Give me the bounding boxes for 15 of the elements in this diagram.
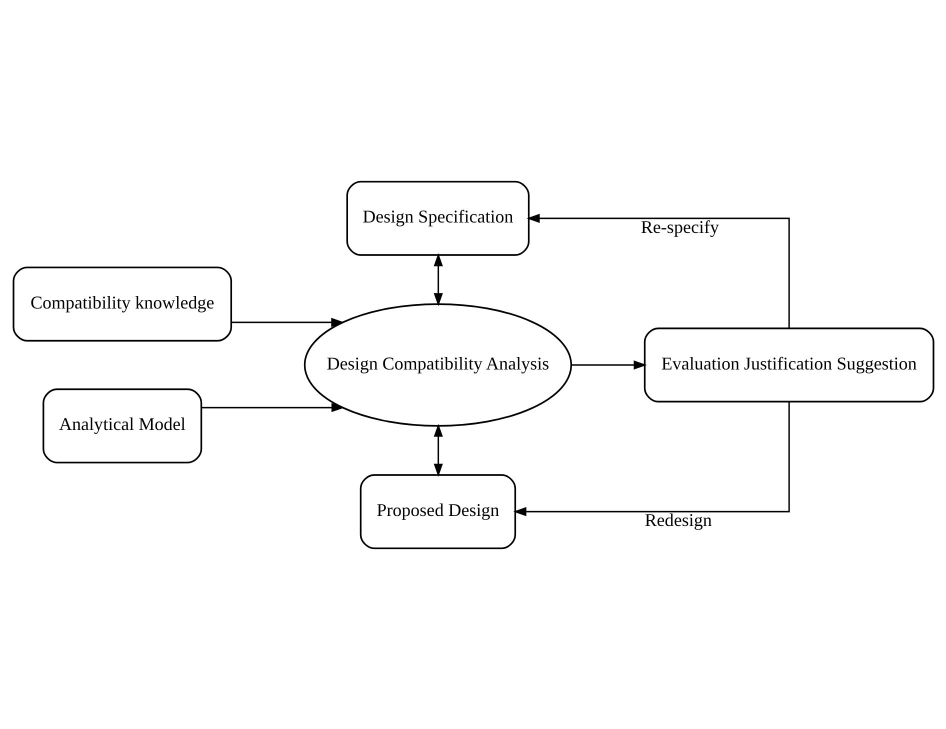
arrow [512,402,790,516]
node-box: Evaluation Justification Suggestion [643,327,934,402]
arrow [201,402,344,412]
arrow [526,213,790,328]
arrow [230,317,344,326]
edge-label: Re-specify [640,216,719,236]
arrow [433,423,442,476]
arrow [571,360,646,370]
node-box: Proposed Design [359,474,516,549]
node-box: Analytical Model [42,388,202,463]
edge-label: Redesign [644,510,712,530]
node-box: Design Specification [346,180,530,256]
node-ellipse: Design Compatibility Analysis [303,302,572,426]
node-box: Compatibility knowledge [12,266,232,342]
arrow [433,252,442,306]
